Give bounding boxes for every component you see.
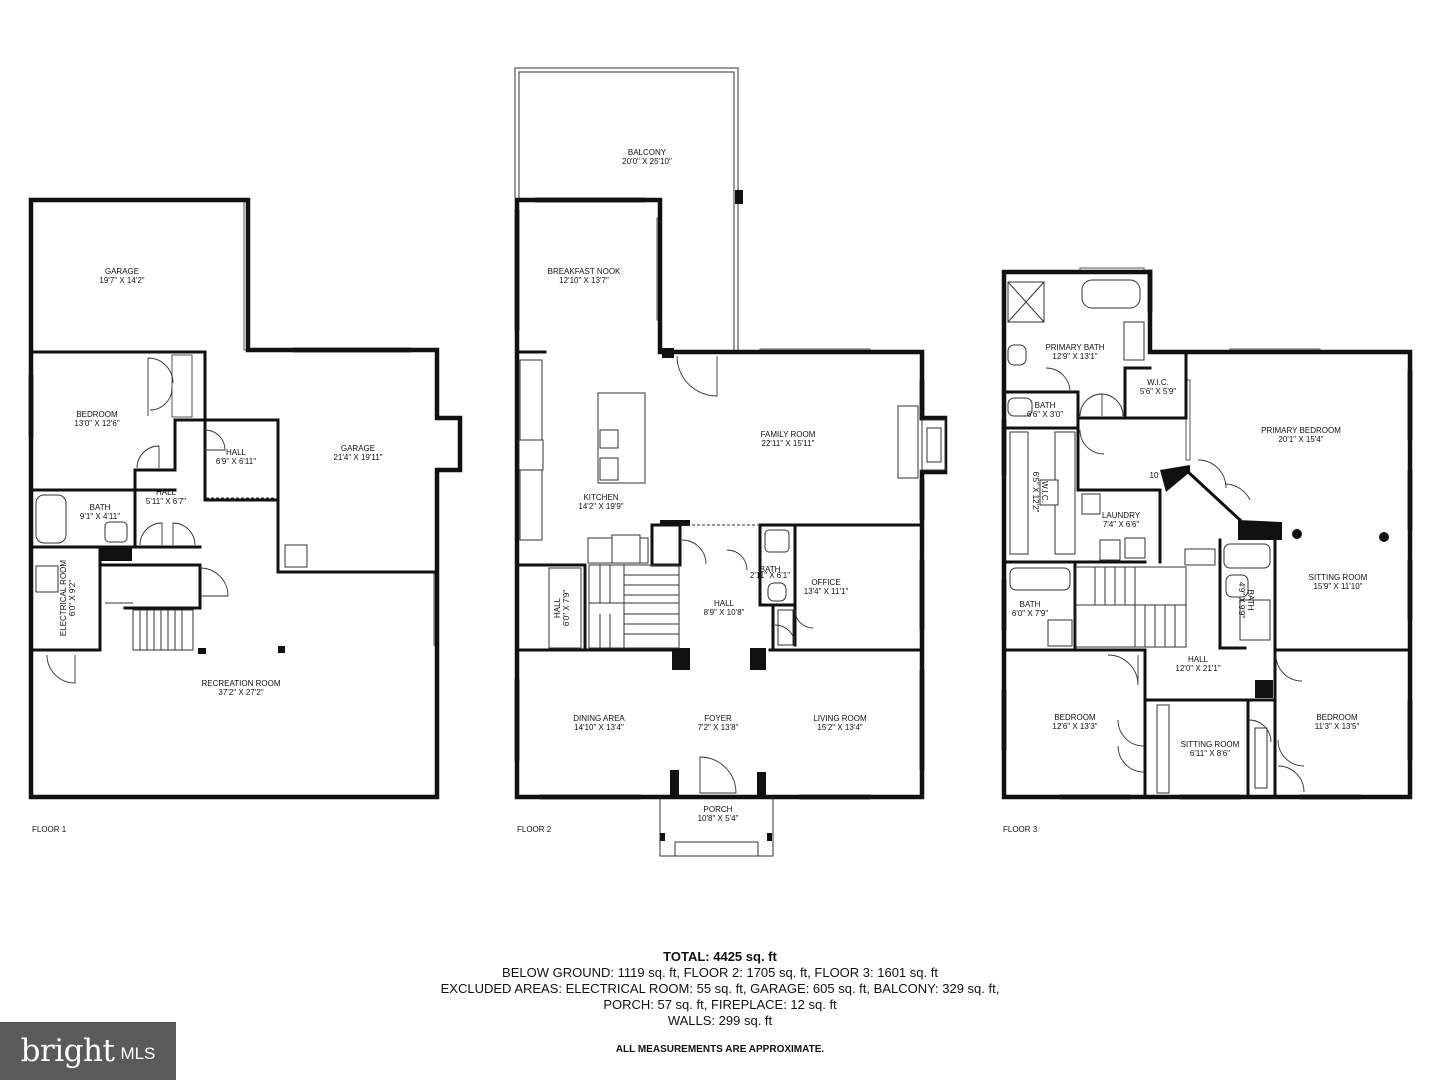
floor-1-plan <box>28 197 463 800</box>
room-name-label: BEDROOM <box>1316 713 1358 722</box>
room-dimension-label: 12'6" X 13'3" <box>1052 722 1097 731</box>
room-dimension-label: 11'3" X 13'5" <box>1315 722 1360 731</box>
room-dimension-label: 9'1" X 4'11" <box>80 512 120 521</box>
room-name-label: HALL <box>156 488 177 497</box>
logo-mls-text: MLS <box>120 1044 156 1063</box>
area-breakdown-line: EXCLUDED AREAS: ELECTRICAL ROOM: 55 sq. … <box>440 981 1000 996</box>
room-dimension-label: 21'4" X 19'11" <box>333 453 382 462</box>
room-dimension-label: 2'11" X 6'1" <box>750 571 790 580</box>
room-dimension-label: 13'4" X 11'1" <box>804 587 849 596</box>
room-dimension-label: 22'11" X 15'11" <box>762 439 815 448</box>
area-breakdown-line: PORCH: 57 sq. ft, FIREPLACE: 12 sq. ft <box>603 997 837 1012</box>
room-name-label: BEDROOM <box>1054 713 1096 722</box>
floor-2-plan <box>514 67 948 857</box>
room-name-label: BATH <box>760 565 781 574</box>
room-dimension-label: 4'9" X 9'9" <box>1237 582 1246 618</box>
room-name-label: HALL <box>553 597 562 618</box>
logo-brand-text: bright <box>20 1033 115 1069</box>
room-dimension-label: 20'1" X 15'4" <box>1278 435 1323 444</box>
room-dimension-label: 6'6" X 3'0" <box>1027 410 1063 419</box>
room-name-label: RECREATION ROOM <box>202 679 281 688</box>
room-name-label: HALL <box>226 448 247 457</box>
area-totals: TOTAL: 4425 sq. ft BELOW GROUND: 1119 sq… <box>0 949 1440 1029</box>
room-dimension-label: 6'0" X 7'9" <box>1012 609 1048 618</box>
room-name-label: HALL <box>714 599 735 608</box>
room-dimension-label: 15'9" X 11'10" <box>1313 582 1362 591</box>
floor-label: FLOOR 3 <box>1003 825 1038 834</box>
room-dimension-label: 19'7" X 14'2" <box>99 276 144 285</box>
room-name-label: BATH <box>90 503 111 512</box>
room-name-label: DINING AREA <box>573 714 625 723</box>
room-name-label: PRIMARY BEDROOM <box>1261 426 1341 435</box>
room-name-label: KITCHEN <box>583 493 618 502</box>
room-name-label: W.I.C. <box>1040 481 1049 503</box>
measurement-disclaimer: ALL MEASUREMENTS ARE APPROXIMATE. <box>615 1044 825 1055</box>
room-dimension-label: 6'0" X 7'9" <box>562 590 571 626</box>
room-dimension-label: 12'0" X 21'1" <box>1175 664 1220 673</box>
room-dimension-label: 12'9" X 13'1" <box>1052 352 1097 361</box>
room-dimension-label: 6'0" X 9'2" <box>68 580 77 616</box>
room-dimension-label: 5'11" X 6'7" <box>146 497 186 506</box>
room-dimension-label: 14'10" X 13'4" <box>574 723 624 732</box>
total-area: TOTAL: 4425 sq. ft <box>663 949 777 964</box>
room-dimension-label: 6'9" X 6'11" <box>216 457 256 466</box>
floor-3-plan <box>1001 267 1413 800</box>
room-dimension-label: 8'9" X 10'8" <box>704 608 745 617</box>
room-name-label: GARAGE <box>341 444 375 453</box>
room-dimension-label: 7'4" X 6'6" <box>1103 520 1139 529</box>
room-dimension-label: 6'11" X 8'6" <box>1190 749 1230 758</box>
room-name-label: PRIMARY BATH <box>1045 343 1104 352</box>
room-name-label: PORCH <box>704 805 733 814</box>
area-breakdown-line: WALLS: 299 sq. ft <box>667 1013 773 1028</box>
room-dimension-label: 7'2" X 13'8" <box>698 723 739 732</box>
floor-label: FLOOR 1 <box>32 825 67 834</box>
room-name-label: BATH <box>1035 401 1056 410</box>
floor-label: FLOOR 2 <box>517 825 552 834</box>
room-name-label: LIVING ROOM <box>813 714 867 723</box>
room-name-label: SITTING ROOM <box>1309 573 1368 582</box>
room-name-label: W.I.C. <box>1147 378 1169 387</box>
room-name-label: ELECTRICAL ROOM <box>59 560 68 636</box>
room-name-label: SITTING ROOM <box>1181 740 1240 749</box>
bright-mls-logo: bright MLS <box>0 1022 176 1080</box>
room-name-label: OFFICE <box>811 578 840 587</box>
room-name-label: BEDROOM <box>76 410 118 419</box>
room-name-label: LAUNDRY <box>1102 511 1141 520</box>
room-dimension-label: 37'2" X 27'2" <box>218 688 263 697</box>
room-dimension-label: 15'2" X 13'4" <box>817 723 862 732</box>
room-name-label: FOYER <box>704 714 732 723</box>
room-name-label: FAMILY ROOM <box>761 430 816 439</box>
room-name-label: HALL <box>1188 655 1209 664</box>
room-dimension-label: 20'0" X 25'10" <box>622 157 672 166</box>
room-dimension-label: 6'5" X 12'2" <box>1031 472 1040 513</box>
room-dimension-label: 13'0" X 12'6" <box>74 419 119 428</box>
room-name-label: BATH <box>1246 590 1255 611</box>
room-name-label: GARAGE <box>105 267 139 276</box>
room-dimension-label: 5'6" X 5'9" <box>1140 387 1176 396</box>
area-breakdown-line: BELOW GROUND: 1119 sq. ft, FLOOR 2: 1705… <box>502 965 938 980</box>
room-name-label: BALCONY <box>628 148 667 157</box>
room-dimension-label: 14'2" X 19'9" <box>578 502 623 511</box>
room-name-label: BREAKFAST NOOK <box>548 267 621 276</box>
room-dimension-label: 12'10" X 13'7" <box>559 276 609 285</box>
room-name-label: BATH <box>1020 600 1041 609</box>
room-dimension-label: 10'8" X 5'4" <box>698 814 739 823</box>
partial-room-label: 10 <box>1150 471 1159 480</box>
